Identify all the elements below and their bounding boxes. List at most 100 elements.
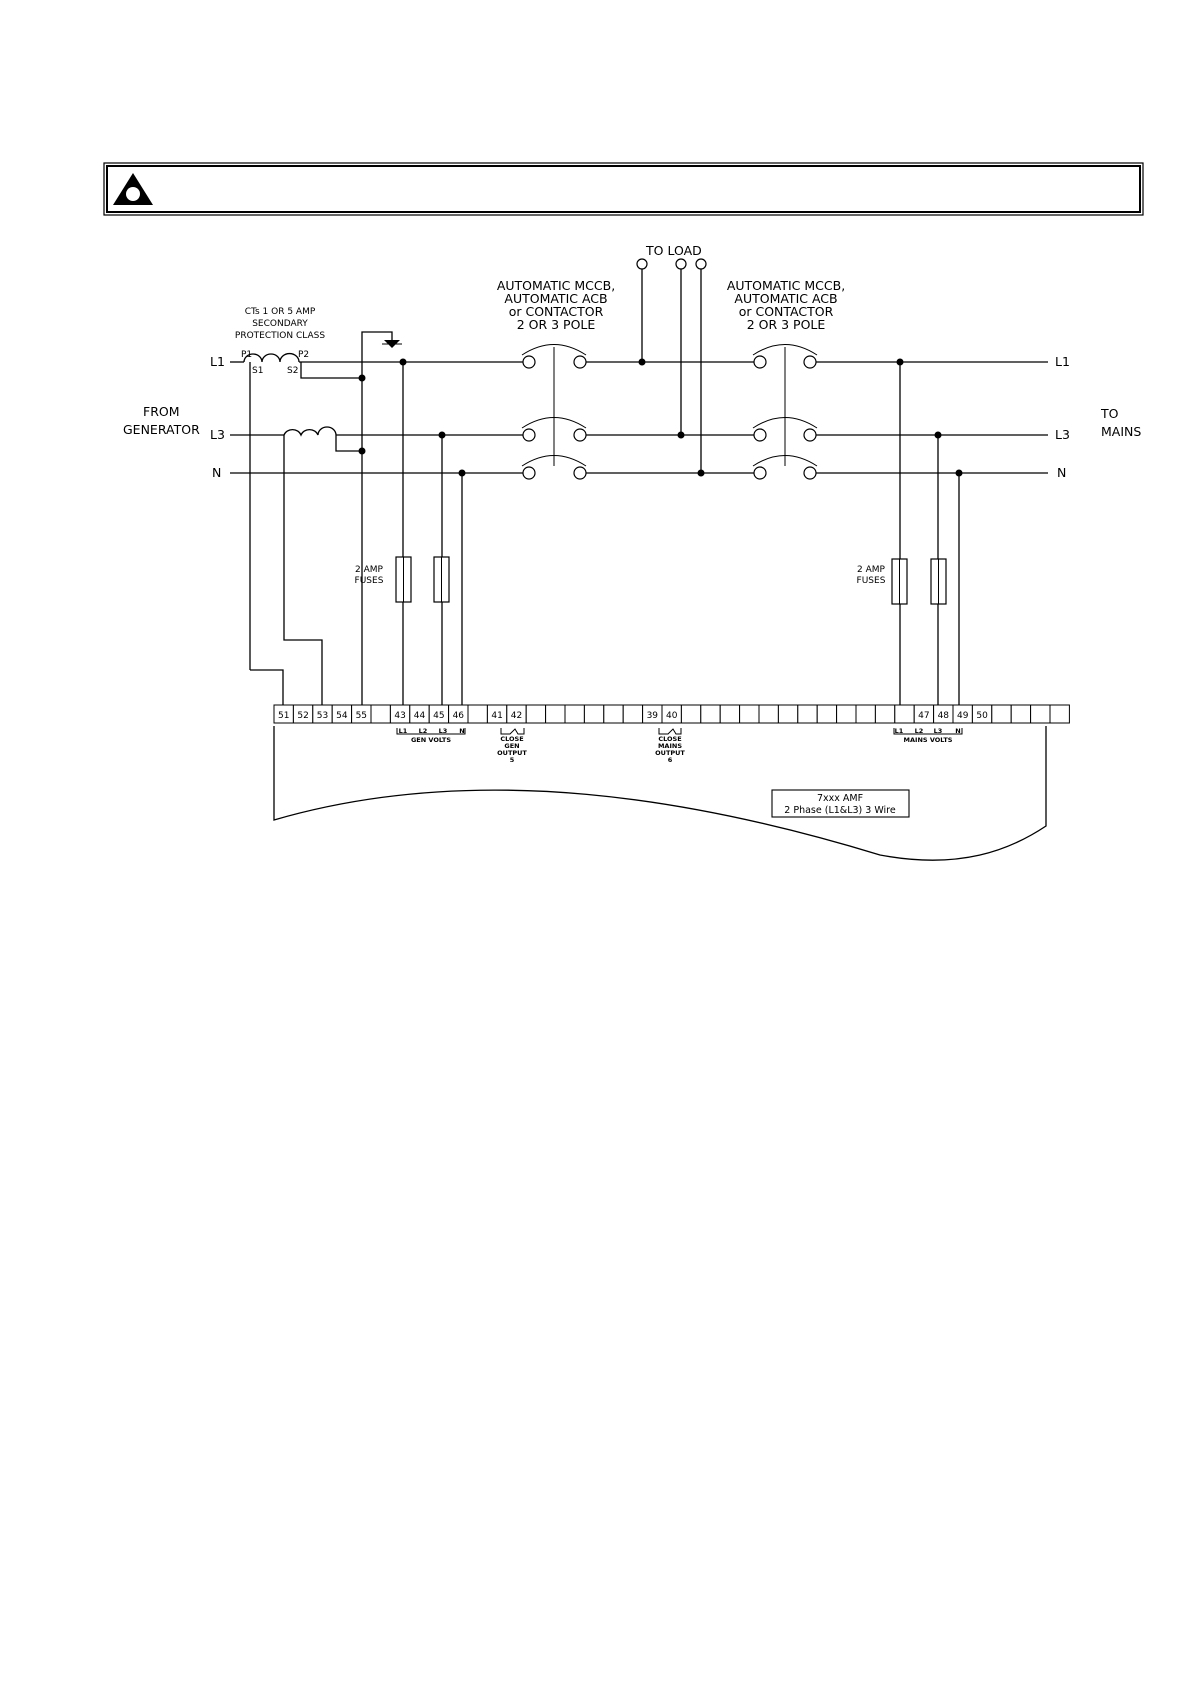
output5-line-1: CLOSE xyxy=(500,735,523,743)
terminal-blank xyxy=(564,704,585,724)
ct-note-1: CTs 1 OR 5 AMP xyxy=(245,307,316,317)
terminal-47: 47 xyxy=(913,704,935,724)
junction-dots xyxy=(358,358,963,477)
ct-p1-label: P1 xyxy=(241,350,252,360)
fuses-gen-label-2: FUSES xyxy=(355,576,384,586)
mains-volts-phase-l1: L1 xyxy=(895,727,904,735)
terminal-blank xyxy=(991,704,1012,724)
mains-volts-label: MAINS VOLTS xyxy=(904,736,953,744)
terminal-blank xyxy=(622,704,644,724)
output5-line-2: GEN xyxy=(504,742,519,750)
mains-volts-phase-l2: L2 xyxy=(915,727,924,735)
terminal-blank xyxy=(855,704,876,724)
output6-line-3: OUTPUT xyxy=(655,749,685,757)
fuses-mains-label-1: 2 AMP xyxy=(857,565,886,575)
terminal-number: 44 xyxy=(414,711,426,721)
terminal-blank xyxy=(467,704,488,724)
terminal-number: 42 xyxy=(511,711,522,721)
line-label-l3-right: L3 xyxy=(1055,427,1070,442)
output6-line-2: MAINS xyxy=(658,742,682,750)
ct-s1-label: S1 xyxy=(252,366,263,376)
terminal-blank xyxy=(816,704,838,724)
fuses-mains-label-2: FUSES xyxy=(857,576,886,586)
ct-l1 xyxy=(243,352,363,710)
gen-volts-phase-l1: L1 xyxy=(399,727,408,735)
ct-l3 xyxy=(283,426,362,710)
terminal-blank xyxy=(777,704,799,724)
line-label-l1-right: L1 xyxy=(1055,354,1070,369)
terminal-number: 50 xyxy=(976,711,988,721)
line-label-l3-left: L3 xyxy=(210,427,225,442)
gen-volts-label: GEN VOLTS xyxy=(411,736,451,744)
from-label-1: FROM xyxy=(143,404,180,419)
busbars xyxy=(230,361,1048,474)
output6-group: CLOSE MAINS OUTPUT 6 xyxy=(655,728,685,764)
terminal-blank xyxy=(680,704,702,724)
terminal-number: 47 xyxy=(918,711,929,721)
module-label-box: 7xxx AMF 2 Phase (L1&L3) 3 Wire xyxy=(771,789,910,818)
breaker-mains-line-3: or CONTACTOR xyxy=(739,304,834,319)
earth-symbol-icon xyxy=(361,331,402,378)
terminal-42: 42 xyxy=(506,704,527,724)
mains-volts-group: L1 L2 L3 N MAINS VOLTS xyxy=(893,727,963,744)
terminal-blank xyxy=(1030,704,1051,724)
terminal-number: 48 xyxy=(938,711,950,721)
gen-volts-phase-l3: L3 xyxy=(439,727,448,735)
controller-module-body xyxy=(273,726,1047,861)
terminal-44: 44 xyxy=(409,704,430,724)
to-load-label: TO LOAD xyxy=(645,243,702,258)
terminal-blank xyxy=(1010,704,1032,724)
terminal-48: 48 xyxy=(933,704,954,724)
breaker-mains xyxy=(752,344,818,480)
terminal-blank xyxy=(525,704,547,724)
module-model: 7xxx AMF xyxy=(817,793,863,804)
terminal-blank xyxy=(797,704,818,724)
mains-volts-phase-l3: L3 xyxy=(934,727,943,735)
terminal-number: 52 xyxy=(297,711,308,721)
terminal-43: 43 xyxy=(389,704,411,724)
breaker-gen-line-3: or CONTACTOR xyxy=(509,304,604,319)
ct-note-3: PROTECTION CLASS xyxy=(235,331,325,341)
mains-volts-phase-n: N xyxy=(955,727,960,735)
terminal-49: 49 xyxy=(952,704,973,724)
ct-note-2: SECONDARY xyxy=(252,319,308,329)
warning-triangle-icon xyxy=(113,173,153,205)
breaker-gen-line-1: AUTOMATIC MCCB, xyxy=(497,278,615,293)
terminal-blank xyxy=(894,704,915,724)
terminal-41: 41 xyxy=(486,704,508,724)
breaker-gen xyxy=(521,344,587,480)
terminal-54: 54 xyxy=(331,704,353,724)
to-mains-label-1: TO xyxy=(1100,406,1119,421)
terminal-blank xyxy=(545,704,566,724)
terminal-number: 55 xyxy=(356,711,367,721)
breaker-mains-line-2: AUTOMATIC ACB xyxy=(734,291,837,306)
fuses-gen-label-1: 2 AMP xyxy=(355,565,384,575)
to-mains-label-2: MAINS xyxy=(1101,424,1141,439)
gen-volts-phase-n: N xyxy=(459,727,464,735)
ct-s2-label: S2 xyxy=(287,366,298,376)
terminal-46: 46 xyxy=(448,704,469,724)
output5-line-4: 5 xyxy=(510,756,515,764)
gen-volts-group: L1 L2 L3 N GEN VOLTS xyxy=(396,727,466,744)
breaker-gen-line-4: 2 OR 3 POLE xyxy=(517,317,596,332)
terminal-number: 43 xyxy=(394,711,405,721)
fuse-gen-l1 xyxy=(395,556,412,603)
terminal-39: 39 xyxy=(642,704,663,724)
terminal-number: 46 xyxy=(453,711,465,721)
terminal-number: 53 xyxy=(317,711,328,721)
terminal-number: 45 xyxy=(433,711,444,721)
module-config: 2 Phase (L1&L3) 3 Wire xyxy=(784,805,896,816)
breaker-mains-line-1: AUTOMATIC MCCB, xyxy=(727,278,845,293)
terminal-55: 55 xyxy=(351,704,372,724)
terminal-blank xyxy=(758,704,779,724)
terminal-50: 50 xyxy=(971,704,993,724)
terminal-blank xyxy=(719,704,741,724)
terminal-number: 41 xyxy=(491,711,502,721)
terminal-blank xyxy=(874,704,896,724)
breaker-gen-line-2: AUTOMATIC ACB xyxy=(504,291,607,306)
terminal-blank xyxy=(370,704,391,724)
terminal-number: 49 xyxy=(957,711,969,721)
fuse-mains-l3 xyxy=(930,558,947,605)
